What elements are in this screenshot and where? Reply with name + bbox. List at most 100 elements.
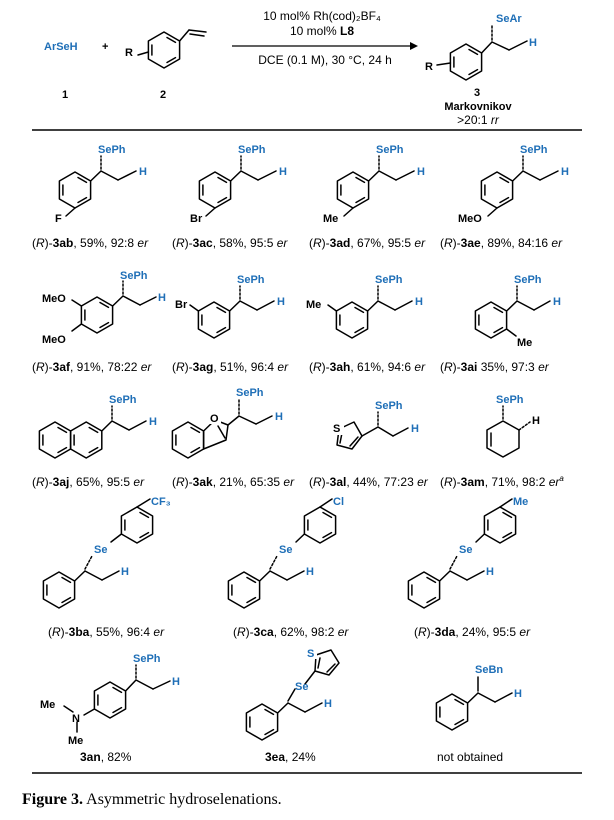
- compound-3ai: SePh H Me: [474, 274, 561, 349]
- compound-3ba: CF₃ Se H: [42, 496, 171, 609]
- compound-3ae: SePh H MeO: [458, 144, 569, 225]
- regioselectivity-ratio: >20:1 rr: [457, 113, 500, 127]
- compound-not-obtained: SeBn H: [435, 664, 522, 731]
- label-3ad: (R)-3ad, 67%, 95:5 er: [309, 236, 426, 250]
- label-3ah: (R)-3ah, 61%, 94:6 er: [309, 360, 426, 374]
- compound-3am: SePh H: [486, 394, 540, 458]
- reactant-arseh: ArSeH: [44, 41, 78, 53]
- product-3-number: 3: [474, 87, 480, 99]
- label-3ca: (R)-3ca, 62%, 98:2 er: [233, 625, 349, 639]
- label-3an: 3an, 82%: [80, 750, 132, 764]
- product-structure: [436, 23, 528, 81]
- figure-caption: Figure 3. Asymmetric hydroselenations.: [22, 791, 282, 809]
- atom-me: Me: [513, 496, 528, 508]
- atom-br: Br: [190, 213, 203, 225]
- atom-o: O: [210, 413, 219, 425]
- atom-h: H: [411, 423, 419, 435]
- sub-seph: SePh: [375, 400, 403, 412]
- sub-seph: SePh: [236, 387, 264, 399]
- scheme-figure: ArSeH 1 + R 2 10 mol% Rh(cod)₂BF₄ 10 mol…: [32, 9, 582, 774]
- product-h: H: [529, 37, 537, 49]
- plus-sign: +: [102, 41, 108, 53]
- sub-seph: SePh: [496, 394, 524, 406]
- conditions-ligand: 10 mol% L8: [290, 24, 354, 38]
- compound-3ah: SePh H Me: [306, 274, 423, 339]
- atom-h: H: [324, 698, 332, 710]
- sub-seph: SePh: [238, 144, 266, 156]
- atom-h: H: [158, 292, 166, 304]
- label-3al: (R)-3al, 44%, 77:23 er: [309, 475, 429, 489]
- atom-se: Se: [279, 544, 292, 556]
- sub-sebn: SeBn: [475, 664, 503, 676]
- atom-br: Br: [175, 299, 188, 311]
- atom-meo: MeO: [42, 334, 66, 346]
- styrene-structure: [137, 29, 207, 69]
- compound-3aj: SePh H: [38, 394, 157, 459]
- atom-h: H: [279, 166, 287, 178]
- atom-h: H: [561, 166, 569, 178]
- compound-3ac: SePh H Br: [190, 144, 287, 225]
- sub-seph: SePh: [98, 144, 126, 156]
- atom-h: H: [139, 166, 147, 178]
- atom-meo: MeO: [458, 213, 482, 225]
- compound-3da: Me Se H: [407, 496, 528, 609]
- label-3ab: (R)-3ab, 59%, 92:8 er: [32, 236, 149, 250]
- sub-seph: SePh: [133, 653, 161, 665]
- compound-3af: SePh H MeO MeO: [42, 270, 166, 346]
- atom-me: Me: [306, 299, 321, 311]
- atom-se: Se: [295, 681, 308, 693]
- atom-h: H: [277, 296, 285, 308]
- arrow-head: [410, 42, 418, 50]
- label-3ba: (R)-3ba, 55%, 96:4 er: [48, 625, 165, 639]
- sub-seph: SePh: [120, 270, 148, 282]
- atom-h: H: [514, 688, 522, 700]
- sub-seph: SePh: [109, 394, 137, 406]
- compound-3an: SePh H N Me Me: [40, 653, 180, 747]
- atom-me: Me: [323, 213, 338, 225]
- atom-me: Me: [40, 699, 55, 711]
- caption-text: Asymmetric hydroselenations.: [83, 791, 282, 808]
- caption-label: Figure 3.: [22, 791, 84, 808]
- label-3ae: (R)-3ae, 89%, 84:16 er: [440, 236, 563, 250]
- label-3ea: 3ea, 24%: [265, 750, 316, 764]
- atom-meo: MeO: [42, 293, 66, 305]
- label-3da: (R)-3da, 24%, 95:5 er: [414, 625, 531, 639]
- conditions-catalyst: 10 mol% Rh(cod)₂BF₄: [263, 9, 381, 23]
- label-3ai: (R)-3ai 35%, 97:3 er: [440, 360, 550, 374]
- sub-seph: SePh: [237, 274, 265, 286]
- product-r: R: [425, 61, 433, 73]
- sub-seph: SePh: [514, 274, 542, 286]
- atom-me: Me: [68, 735, 83, 747]
- compound-3ad: SePh H Me: [323, 144, 425, 225]
- atom-h: H: [415, 296, 423, 308]
- atom-s: S: [333, 423, 340, 435]
- atom-h: H: [149, 416, 157, 428]
- atom-h: H: [275, 411, 283, 423]
- atom-h: H: [417, 166, 425, 178]
- atom-se: Se: [459, 544, 472, 556]
- atom-s: S: [307, 648, 314, 660]
- label-3aj: (R)-3aj, 65%, 95:5 er: [32, 475, 145, 489]
- label-3ak: (R)-3ak, 21%, 65:35 er: [172, 475, 295, 489]
- label-not-obtained: not obtained: [437, 750, 503, 764]
- compound-3ak: O SePh H: [171, 387, 283, 459]
- reaction-scheme: ArSeH 1 + R 2 10 mol% Rh(cod)₂BF₄ 10 mol…: [44, 9, 537, 127]
- label-3ac: (R)-3ac, 58%, 95:5 er: [172, 236, 288, 250]
- r-group-label: R: [125, 47, 133, 59]
- conditions-solvent: DCE (0.1 M), 30 °C, 24 h: [258, 53, 392, 67]
- atom-se: Se: [94, 544, 107, 556]
- label-3ag: (R)-3ag, 51%, 96:4 er: [172, 360, 289, 374]
- atom-me: Me: [517, 337, 532, 349]
- product-sear: SeAr: [496, 13, 522, 25]
- sub-seph: SePh: [376, 144, 404, 156]
- atom-cf3: CF₃: [151, 496, 171, 508]
- markovnikov-label: Markovnikov: [444, 101, 512, 113]
- label-3am: (R)-3am, 71%, 98:2 era: [440, 474, 564, 489]
- reactant-1-number: 1: [62, 89, 68, 101]
- atom-h: H: [172, 676, 180, 688]
- compound-3ag: SePh H Br: [175, 274, 285, 339]
- sub-seph: SePh: [375, 274, 403, 286]
- atom-h: H: [553, 296, 561, 308]
- atom-cl: Cl: [333, 496, 344, 508]
